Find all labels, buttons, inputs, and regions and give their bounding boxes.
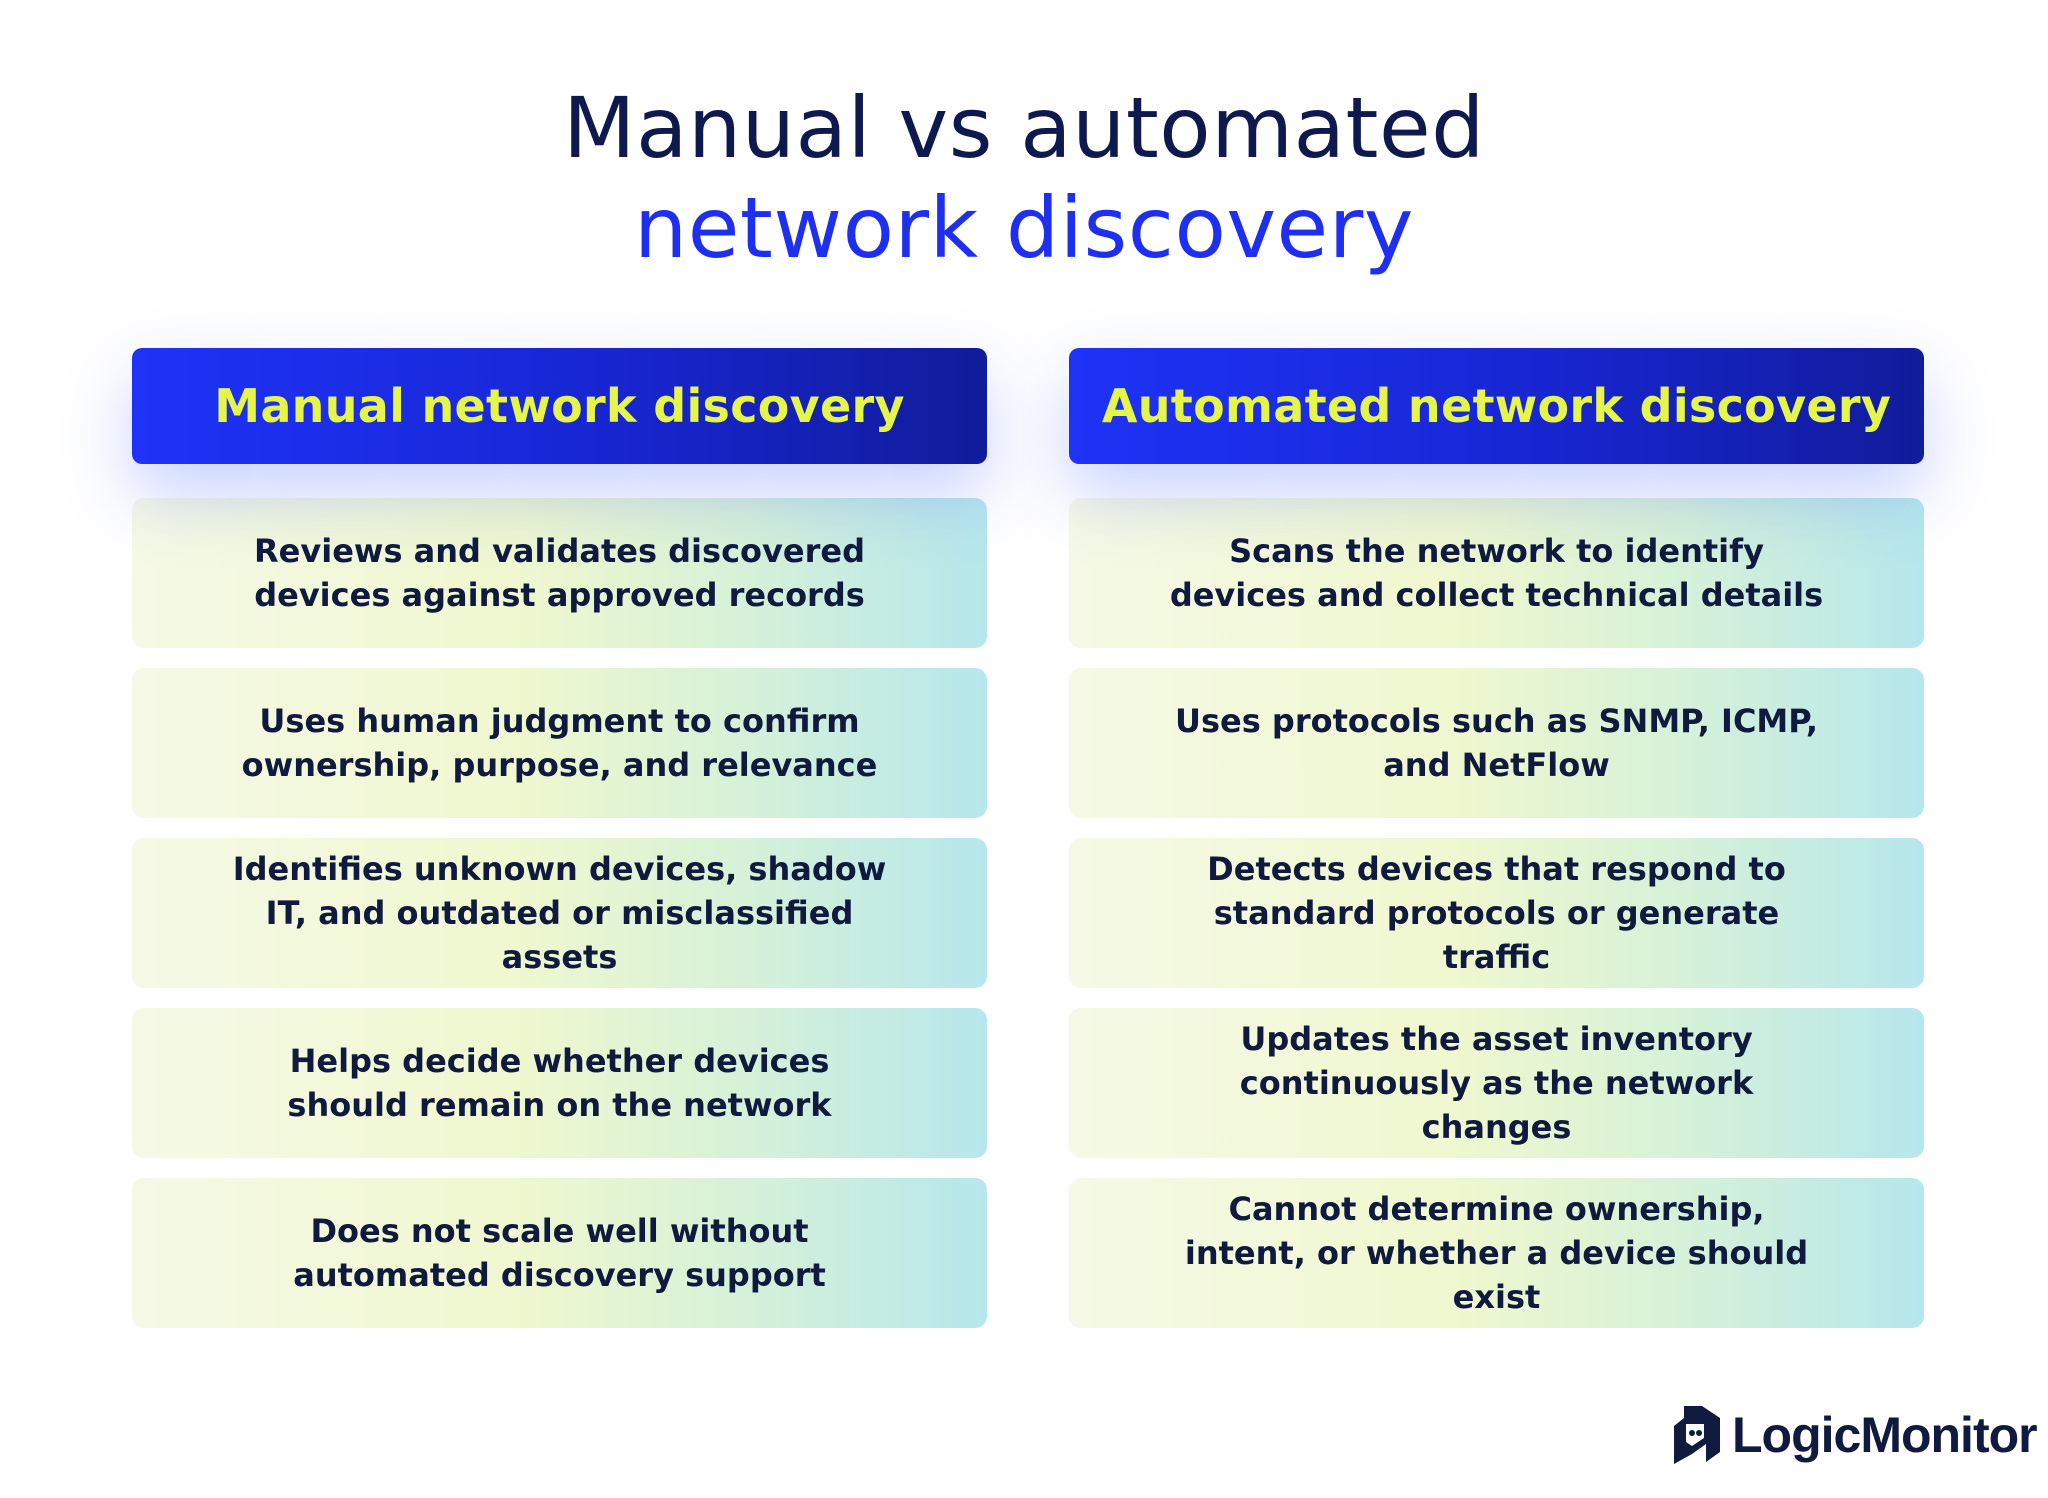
list-item: Uses human judgment to confirm ownership…: [132, 668, 987, 818]
page-title: Manual vs automated network discovery: [0, 78, 2048, 278]
list-item-text: Uses protocols such as SNMP, ICMP, and N…: [1175, 702, 1818, 784]
list-item: Reviews and validates discovered devices…: [132, 498, 987, 648]
logicmonitor-logo-icon: [1674, 1406, 1720, 1464]
automated-discovery-list: Scans the network to identify devices an…: [1069, 498, 1924, 1328]
automated-discovery-column: Automated network discovery Scans the ne…: [1069, 348, 1924, 1348]
title-line-2: network discovery: [634, 179, 1414, 277]
logo-text: LogicMonitor: [1732, 1407, 2038, 1463]
list-item: Uses protocols such as SNMP, ICMP, and N…: [1069, 668, 1924, 818]
list-item-text: Cannot determine ownership, intent, or w…: [1184, 1190, 1809, 1316]
list-item: Helps decide whether devices should rema…: [132, 1008, 987, 1158]
manual-discovery-list: Reviews and validates discovered devices…: [132, 498, 987, 1328]
manual-discovery-header-label: Manual network discovery: [214, 379, 905, 433]
list-item-text: Uses human judgment to confirm ownership…: [241, 702, 878, 784]
list-item-text: Does not scale well without automated di…: [293, 1212, 826, 1294]
list-item-text: Identifies unknown devices, shadow IT, a…: [232, 850, 887, 976]
list-item-text: Reviews and validates discovered devices…: [254, 532, 865, 614]
list-item: Identifies unknown devices, shadow IT, a…: [132, 838, 987, 988]
automated-discovery-header-label: Automated network discovery: [1101, 379, 1892, 433]
list-item: Scans the network to identify devices an…: [1069, 498, 1924, 648]
list-item: Updates the asset inventory continuously…: [1069, 1008, 1924, 1158]
title-line-1: Manual vs automated: [563, 79, 1485, 177]
list-item-text: Detects devices that respond to standard…: [1207, 850, 1786, 976]
automated-discovery-header: Automated network discovery: [1069, 348, 1924, 464]
logicmonitor-logo: LogicMonitor: [1668, 1400, 2038, 1470]
list-item-text: Scans the network to identify devices an…: [1169, 532, 1824, 614]
manual-discovery-column: Manual network discovery Reviews and val…: [132, 348, 987, 1348]
list-item: Detects devices that respond to standard…: [1069, 838, 1924, 988]
list-item-text: Updates the asset inventory continuously…: [1239, 1020, 1754, 1146]
list-item: Cannot determine ownership, intent, or w…: [1069, 1178, 1924, 1328]
list-item: Does not scale well without automated di…: [132, 1178, 987, 1328]
list-item-text: Helps decide whether devices should rema…: [287, 1042, 832, 1124]
manual-discovery-header: Manual network discovery: [132, 348, 987, 464]
